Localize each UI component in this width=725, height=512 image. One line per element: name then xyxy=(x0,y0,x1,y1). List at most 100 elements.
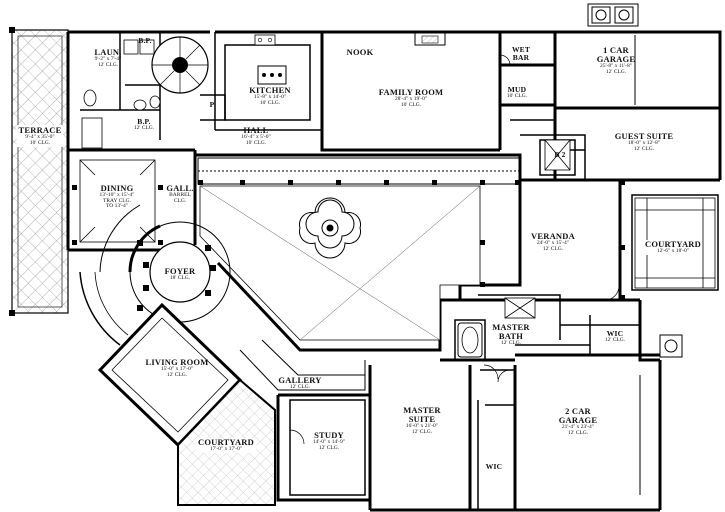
courtyard-east-name: COURTYARD xyxy=(645,239,701,249)
exterior-walls xyxy=(66,30,722,512)
master-suite-dims: 16'-0" x 21'-0" xyxy=(405,422,439,429)
family-room-name: FAMILY ROOM xyxy=(378,87,444,97)
hall-name: HALL xyxy=(243,125,269,135)
bp1-label: B.P. xyxy=(138,37,151,45)
study-dims: 14'-0" x 14'-9" xyxy=(312,438,346,445)
guest-suite-dims: 18'-0" x 12'-8" xyxy=(627,139,661,146)
terrace-dims: 9'-4" x 35'-0" xyxy=(25,133,55,140)
stove-icon xyxy=(254,34,276,46)
living-room-ceiling: 12' CLG. xyxy=(166,371,188,378)
gallery-name: GALLERY xyxy=(278,375,322,385)
gallery-barrel-ceiling: BARREL CLG. xyxy=(169,191,191,204)
laundry-dims: 9'-2" x 7'-4" xyxy=(94,55,122,62)
shower-icon xyxy=(504,139,571,319)
veranda-dims: 24'-0" x 15'-4" xyxy=(536,239,570,246)
garage2-name: 2 CAR GARAGE xyxy=(558,406,598,425)
dining-label: DINING 13'-10" x 15'-4" TRAY CLG. TO 13'… xyxy=(100,184,135,210)
veranda-name: VERANDA xyxy=(531,231,575,241)
terrace-label: TERRACE 9'-4" x 35'-0" 10' CLG. xyxy=(16,125,64,148)
terrace-ceiling: 10' CLG. xyxy=(29,139,51,146)
garage2-dims: 21'-4" x 23'-4" xyxy=(561,423,595,430)
family-room-label: FAMILY ROOM 28'-4" x 19'-0" 10' CLG. xyxy=(379,88,443,108)
kitchen-dims: 15'-8" x 14'-0" xyxy=(253,93,287,100)
veranda-ceiling: 12' CLG. xyxy=(542,245,564,252)
garage2-label: 2 CAR GARAGE 21'-4" x 23'-4" 12' CLG. xyxy=(550,407,606,436)
pantry-label: P xyxy=(210,101,215,109)
garage2-ceiling: 12' CLG. xyxy=(567,429,589,436)
wic-bath-ceiling: 12' CLG. xyxy=(604,336,626,343)
hall-label: HALL 16'-4" x 5'-0" 10' CLG. xyxy=(241,126,270,146)
mud-label: MUD 10' CLG. xyxy=(507,86,527,100)
kitchen-name: KITCHEN xyxy=(249,85,291,95)
gallery-label: GALLERY 12' CLG. xyxy=(278,376,321,391)
spiral-stair xyxy=(151,36,209,94)
courtyard-south-label: COURTYARD 17'-0" x 17'-0" xyxy=(196,438,256,453)
fountain-icon xyxy=(299,197,361,259)
study-label: STUDY 14'-0" x 14'-9" 12' CLG. xyxy=(313,431,345,451)
master-suite-ceiling: 12' CLG. xyxy=(411,428,433,435)
living-room-label: LIVING ROOM 15'-0" x 17'-0" 12' CLG. xyxy=(146,358,209,378)
mud-ceiling: 10' CLG. xyxy=(506,92,528,99)
dining-dims: 13'-10" x 15'-4" xyxy=(99,191,135,198)
courtyard-south-name: COURTYARD xyxy=(198,437,254,447)
bathtub-icon xyxy=(457,322,483,358)
study-name: STUDY xyxy=(314,430,344,440)
family-room-ceiling: 10' CLG. xyxy=(400,101,422,108)
courtyard-south-dims: 17'-0" x 17'-0" xyxy=(209,445,243,452)
wic-bath-label: WIC 12' CLG. xyxy=(605,330,625,344)
study-ceiling: 12' CLG. xyxy=(318,444,340,451)
fireplace-icon xyxy=(414,32,446,46)
pantry-name: P xyxy=(209,100,215,109)
gallery-barrel-name: GALL. xyxy=(166,183,194,193)
mud-name: MUD xyxy=(507,85,527,94)
bp2-name: B.P. xyxy=(137,117,151,126)
laundry-label: LAUN. 9'-2" x 7'-4" 12' CLG. xyxy=(94,48,121,68)
garage-doors xyxy=(634,35,661,505)
nook-label: NOOK xyxy=(347,48,374,57)
door-swings xyxy=(289,54,620,445)
terrace-name: TERRACE xyxy=(18,125,62,135)
courtyard-east-label: COURTYARD 12'-6" x 18'-0" xyxy=(645,240,701,255)
laundry-ceiling: 12' CLG. xyxy=(97,61,119,68)
wet-bar-name: WET BAR xyxy=(511,45,531,62)
kitchen-ceiling: 10' CLG. xyxy=(259,99,281,106)
living-room-name: LIVING ROOM xyxy=(145,357,209,367)
foyer-columns xyxy=(72,185,216,311)
kitchen-label: KITCHEN 15'-8" x 14'-0" 10' CLG. xyxy=(249,86,291,106)
wet-bar-label: WET BAR xyxy=(506,46,536,62)
garage1-ceiling: 12' CLG. xyxy=(605,68,627,75)
dining-tray xyxy=(79,159,156,243)
master-suite-name: MASTER SUITE xyxy=(403,405,441,424)
hall-ceiling: 10' CLG. xyxy=(245,139,267,146)
bp2-ceiling: 12' CLG. xyxy=(133,124,155,131)
laundry-fixtures xyxy=(81,39,161,149)
guest-suite-name: GUEST SUITE xyxy=(614,131,674,141)
gallery-barrel-label: GALL. BARREL CLG. xyxy=(163,184,197,204)
laundry-name: LAUN. xyxy=(94,47,122,57)
interior-walls xyxy=(80,32,719,510)
bp2-label: B.P. 12' CLG. xyxy=(134,118,154,132)
dining-ceiling-height: TO 13'-4" xyxy=(106,203,128,210)
wic-bath-name: WIC xyxy=(606,329,624,338)
master-bath-ceiling: 12' CLG. xyxy=(500,339,522,346)
north-arcade xyxy=(197,157,521,185)
living-room-dims: 15'-0" x 17'-0" xyxy=(160,365,194,372)
courtyard-east-dims: 12'-6" x 18'-0" xyxy=(656,247,690,254)
arcade-columns xyxy=(198,180,625,300)
gallery-ceiling: 12' CLG. xyxy=(289,383,311,390)
central-courtyard xyxy=(199,185,481,341)
dining-ceiling: TRAY CLG. xyxy=(102,197,132,204)
guest-suite-ceiling: 12' CLG. xyxy=(633,145,655,152)
garage1-name: 1 CAR GARAGE xyxy=(596,45,636,64)
b2-label: B 2 xyxy=(554,151,565,159)
guest-suite-label: GUEST SUITE 18'-0" x 12'-8" 12' CLG. xyxy=(615,132,674,152)
master-bath-name: MASTER BATH xyxy=(492,322,530,341)
ac-units-icon xyxy=(587,3,683,358)
nook-name: NOOK xyxy=(346,47,374,57)
wic-master-name: WIC xyxy=(485,462,503,471)
terrace-area xyxy=(9,27,69,316)
b2-name: B 2 xyxy=(554,150,566,159)
bp1-name: B.P. xyxy=(138,36,152,45)
dining-name: DINING xyxy=(100,183,134,193)
